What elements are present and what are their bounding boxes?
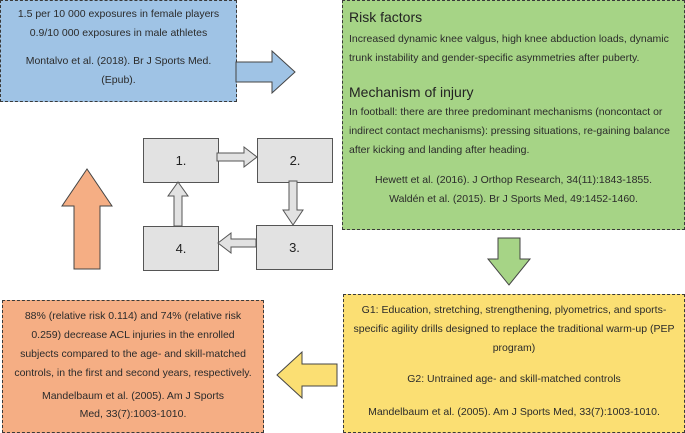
cycle-step-1: 1. xyxy=(143,138,219,183)
risk-reference-walden: Waldén et al. (2015). Br J Sports Med, 4… xyxy=(389,193,638,206)
epidemiology-reference-epub: (Epub). xyxy=(101,73,136,86)
outcome-reference: Mandelbaum et al. (2005). Am J Sports xyxy=(41,389,225,402)
group2-text: G2: Untrained age- and skill-matched con… xyxy=(407,372,621,385)
group1-text: G1: Education, stretching, strengthening… xyxy=(353,304,675,354)
female-incidence-text: 1.5 per 10 000 exposures in female playe… xyxy=(17,8,220,20)
epidemiology-reference: Montalvo et al. (2018). Br J Sports Med. xyxy=(25,54,212,67)
cycle-arrow-4-to-1-icon xyxy=(167,181,189,227)
prevention-program-box: G1: Education, stretching, strengthening… xyxy=(343,294,685,433)
cycle-arrow-1-to-2-icon xyxy=(216,145,258,169)
mechanism-text: In football: there are three predominant… xyxy=(349,105,670,156)
male-incidence-text: 0.9/10 000 exposures in male athletes xyxy=(29,26,208,39)
cycle-step-3: 3. xyxy=(256,225,333,270)
risk-factors-text: Increased dynamic knee valgus, high knee… xyxy=(349,33,669,64)
cycle-arrow-2-to-3-icon xyxy=(282,180,304,226)
outcome-box: 88% (relative risk 0.114) and 74% (relat… xyxy=(2,300,264,433)
cycle-step-4: 4. xyxy=(143,226,219,271)
orange-up-arrow-icon xyxy=(61,168,113,270)
cycle-step-2: 2. xyxy=(257,138,333,183)
epidemiology-box: 1.5 per 10 000 exposures in female playe… xyxy=(0,0,237,102)
yellow-left-arrow-icon xyxy=(276,350,338,400)
risk-factors-heading: Risk factors xyxy=(349,9,423,25)
outcome-text: 88% (relative risk 0.114) and 74% (relat… xyxy=(14,310,252,379)
green-down-arrow-icon xyxy=(486,237,532,286)
prevention-reference: Mandelbaum et al. (2005). Am J Sports Me… xyxy=(368,405,660,418)
mechanism-heading: Mechanism of injury xyxy=(349,83,474,100)
cycle-arrow-3-to-4-icon xyxy=(217,231,257,255)
risk-reference-hewett: Hewett et al. (2016). J Orthop Research,… xyxy=(374,174,653,187)
blue-right-arrow-icon xyxy=(235,49,296,95)
risk-factors-box: Risk factors Increased dynamic knee valg… xyxy=(342,0,685,230)
outcome-reference-journal: Med, 33(7):1003-1010. xyxy=(79,408,187,421)
